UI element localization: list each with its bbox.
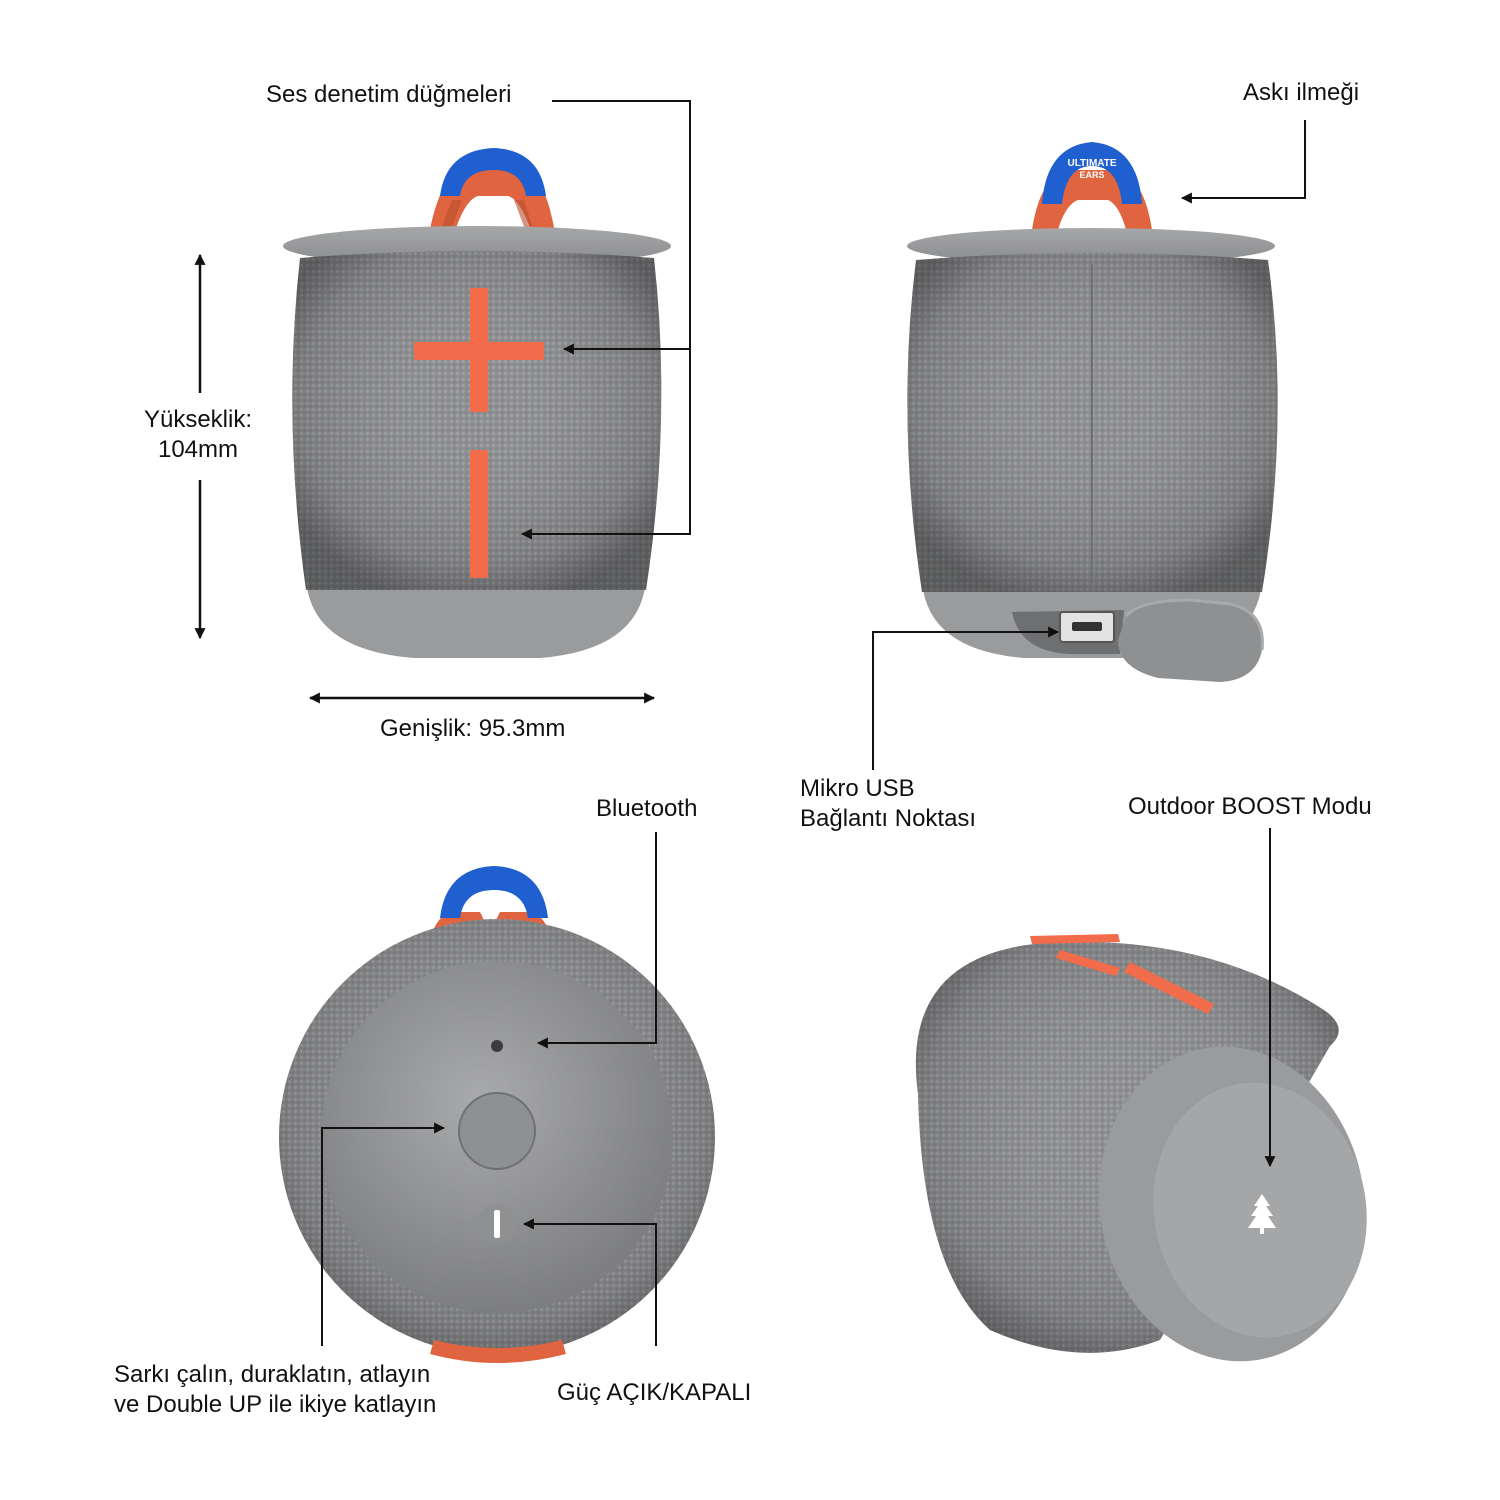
dimension-lines [194, 253, 656, 704]
play-button-icon [458, 1092, 536, 1170]
label-micro-usb-line-1: Mikro USB [800, 775, 915, 802]
label-outdoor-boost: Outdoor BOOST Modu [1128, 793, 1372, 820]
speaker-front-view [283, 148, 671, 658]
loop-logo-top: ULTIMATE [1067, 158, 1116, 169]
label-bluetooth: Bluetooth [596, 795, 698, 822]
label-play-pause-line-1: Sarkı çalın, duraklatın, atlayın [114, 1361, 431, 1388]
bluetooth-button-icon [491, 1040, 503, 1052]
label-height: Yükseklik: 104mm [128, 405, 268, 465]
label-play-pause-line-2: ve Double UP ile ikiye katlayın [114, 1391, 437, 1418]
speaker-back-view [907, 142, 1278, 682]
speaker-tilted-view [915, 934, 1367, 1362]
label-power: Güç AÇIK/KAPALI [557, 1379, 752, 1406]
label-volume-controls: Ses denetim düğmeleri [266, 81, 512, 108]
label-micro-usb-line-2: Bağlantı Noktası [800, 805, 977, 832]
tree-icon [1248, 1194, 1276, 1234]
label-strap-loop: Askı ilmeği [1243, 79, 1360, 106]
label-micro-usb: Mikro USB Bağlantı Noktası [800, 774, 976, 834]
callout-lines [321, 100, 1306, 1346]
loop-logo-bottom: EARS [1079, 170, 1104, 180]
speaker-top-view [279, 866, 715, 1363]
minus-button-icon [470, 450, 488, 578]
label-width: Genişlik: 95.3mm [380, 715, 566, 742]
label-height-line-2: 104mm [157, 436, 239, 463]
label-play-pause: Sarkı çalın, duraklatın, atlayın ve Doub… [114, 1360, 436, 1420]
label-height-line-1: Yükseklik: [143, 406, 253, 433]
